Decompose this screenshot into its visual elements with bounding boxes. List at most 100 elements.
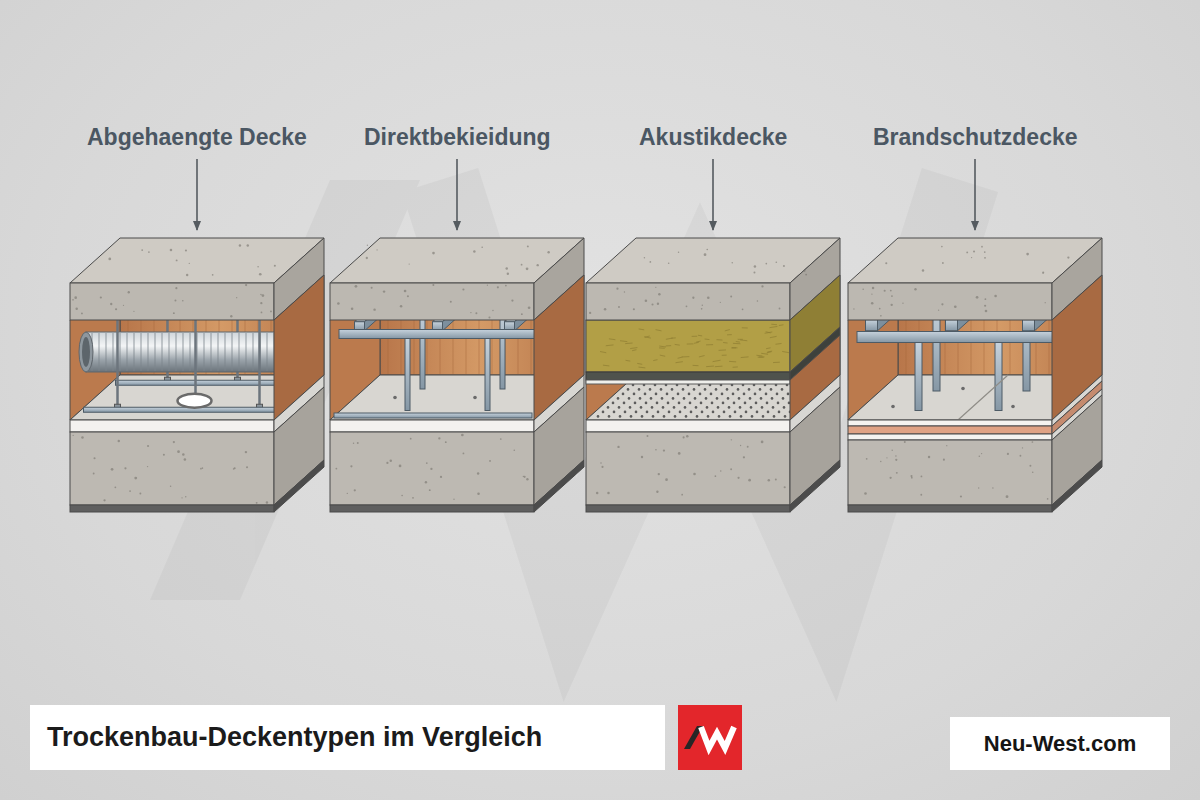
perforation (783, 406, 786, 409)
concrete-pore (176, 259, 178, 261)
perforation (770, 388, 773, 391)
concrete-pore (784, 486, 786, 488)
wool-fibre (742, 327, 748, 328)
perforation (649, 388, 652, 391)
perforation (655, 393, 658, 396)
duct-rib (162, 333, 163, 371)
perforation (597, 415, 600, 418)
concrete-pore (177, 450, 180, 453)
concrete-pore (173, 312, 175, 314)
perforation (750, 406, 753, 409)
concrete-pore (686, 305, 688, 307)
perforation (739, 406, 742, 409)
perforation (638, 388, 641, 391)
concrete-pore (761, 441, 764, 444)
wool-fibre (715, 366, 723, 368)
perforation (772, 406, 775, 409)
concrete-pore (170, 485, 171, 486)
concrete-pore (880, 461, 881, 462)
perforation (748, 388, 751, 391)
duct-rib (106, 333, 107, 371)
metal-profile (84, 407, 278, 412)
perforation (662, 406, 665, 409)
section-heading: Direktbekieidung (364, 123, 551, 151)
concrete-pore (347, 493, 348, 494)
concrete-pore (262, 294, 265, 297)
concrete-pore (884, 290, 886, 292)
perforation (700, 402, 703, 405)
perforation (663, 415, 666, 418)
wool-fibre (639, 328, 645, 330)
wool-fibre (626, 360, 631, 362)
duct-rib (246, 333, 247, 371)
screw-head (393, 396, 397, 400)
perforation (635, 411, 638, 414)
concrete-pore (928, 456, 930, 458)
concrete-pore (1026, 253, 1029, 256)
concrete-pore (261, 312, 263, 314)
wool-fibre (632, 349, 636, 351)
concrete-pore (477, 493, 480, 496)
duct-rib (134, 333, 135, 371)
site-badge: Neu-West.com (950, 717, 1170, 770)
perforation (607, 406, 610, 409)
concrete-pore (81, 436, 84, 439)
wool-fibre (706, 344, 713, 345)
perforation (743, 393, 746, 396)
wool-fibre (713, 360, 721, 361)
concrete-pore (607, 492, 609, 494)
concrete-pore (170, 249, 173, 252)
perforation (630, 415, 633, 418)
logo-w (701, 727, 734, 748)
concrete-pore (678, 452, 681, 455)
concrete-pore (129, 490, 131, 492)
ceiling-section (70, 238, 324, 512)
perforation (710, 393, 713, 396)
wool-fibre (600, 352, 606, 353)
concrete-pore (386, 462, 388, 464)
wool-fibre (727, 334, 732, 335)
concrete-pore (189, 263, 190, 264)
hanger-rod (116, 313, 119, 408)
concrete-pore (960, 495, 962, 497)
perforation (718, 415, 721, 418)
perforation (629, 406, 632, 409)
wool-fibre (706, 366, 714, 368)
concrete-pore (463, 453, 465, 455)
concrete-pore (922, 269, 924, 271)
concrete-pore (942, 262, 944, 264)
concrete-slab-front (586, 283, 790, 320)
perforation (732, 393, 735, 396)
perforation (721, 393, 724, 396)
concrete-pore (768, 479, 770, 481)
concrete-pore (526, 478, 528, 480)
concrete-pore (624, 291, 625, 292)
concrete-pore (497, 286, 499, 288)
concrete-pore (537, 264, 539, 266)
concrete-pore (732, 262, 733, 263)
logo-box (678, 705, 742, 770)
concrete-pore (462, 289, 464, 291)
perforation (689, 402, 692, 405)
perforation (650, 397, 653, 400)
concrete-pore (141, 249, 143, 251)
wool-fibre (719, 349, 726, 350)
wool-fibre (776, 343, 782, 345)
heading-holder: Akustikdecke (639, 123, 787, 151)
perforation (656, 402, 659, 405)
screw-head (891, 405, 895, 409)
concrete-pore (976, 296, 979, 299)
base-edge-side (1052, 460, 1102, 512)
concrete-pore (731, 439, 732, 440)
perforation (696, 415, 699, 418)
perforation (608, 415, 611, 418)
concrete-lower-front (586, 432, 790, 505)
perforation (754, 393, 757, 396)
concrete-pore (410, 438, 412, 440)
wool-fibre (770, 336, 777, 337)
concrete-pore (704, 253, 707, 256)
duct-rib (267, 333, 268, 371)
duct-rib (204, 333, 205, 371)
wool-fibre (653, 359, 657, 361)
